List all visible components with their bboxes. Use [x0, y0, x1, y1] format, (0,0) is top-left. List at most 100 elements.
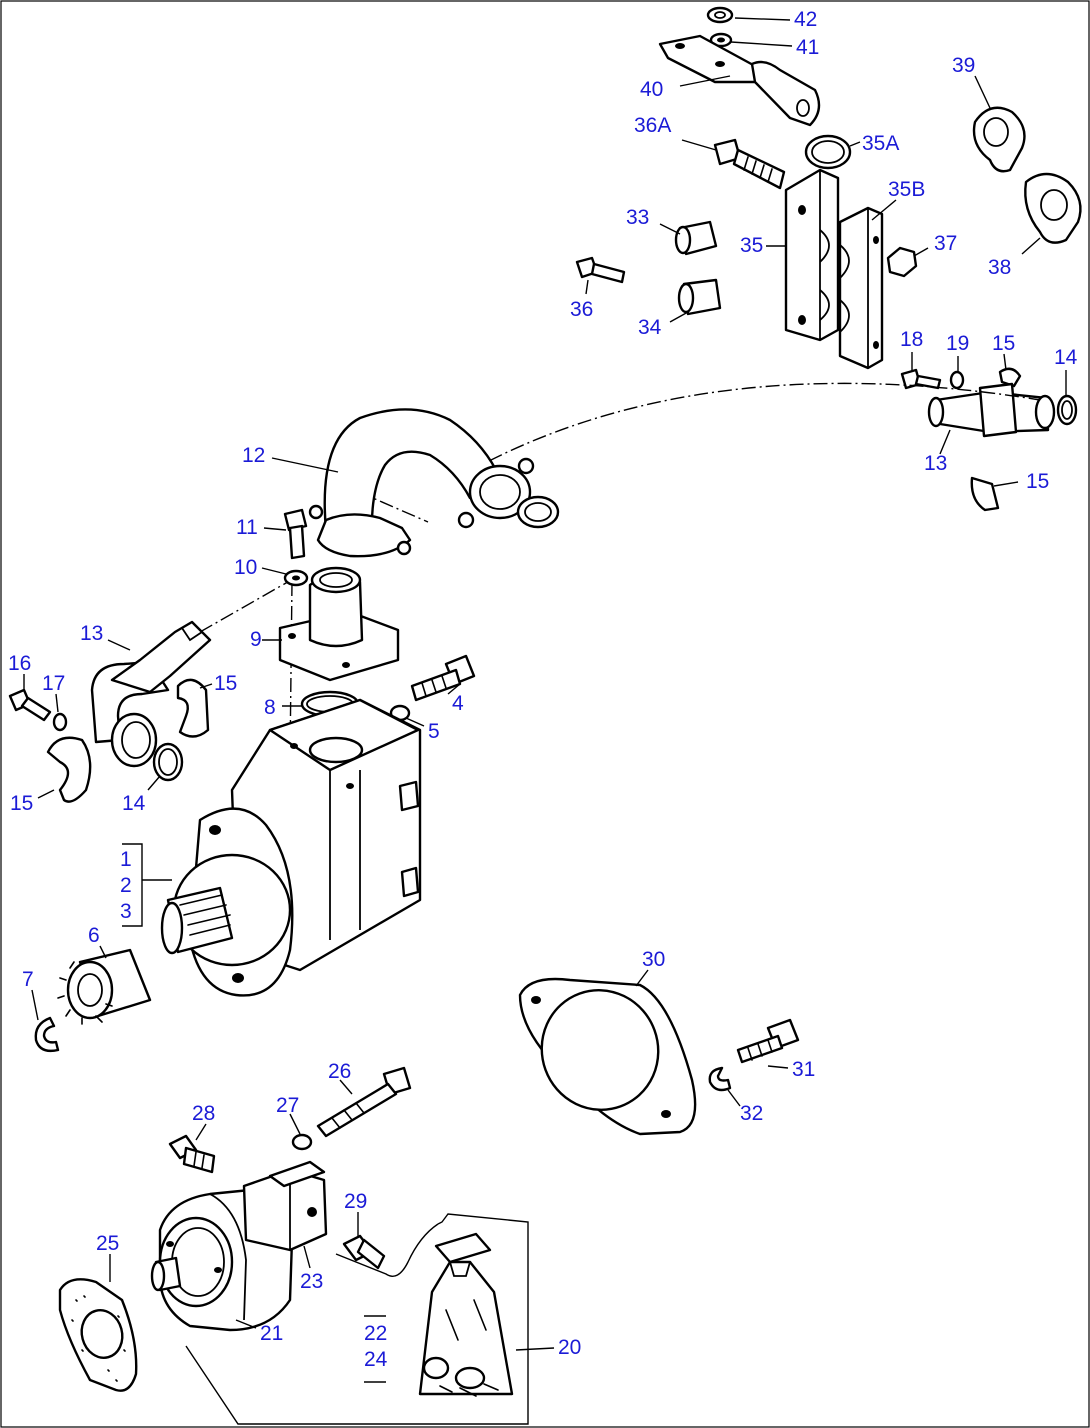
label-15-upper-left: 15: [214, 672, 237, 695]
leader-12: [271, 457, 339, 473]
label-13-right: 13: [924, 452, 947, 475]
elbow-13-left: [90, 620, 212, 768]
leader-15b: [993, 481, 1019, 487]
centerline-12-to-13: [467, 382, 1041, 473]
leader-5: [405, 717, 425, 727]
label-24: 24: [364, 1348, 388, 1371]
label-36A: 36A: [634, 114, 671, 137]
label-14-left: 14: [122, 792, 146, 815]
leader-15d: [37, 789, 55, 799]
label-42: 42: [794, 8, 817, 31]
o-ring-12: [516, 495, 560, 529]
nut-37: [886, 246, 918, 278]
leader-26: [339, 1079, 353, 1095]
bracket-1-2-3: [122, 843, 143, 927]
flange-half-15-lower-left: [46, 736, 92, 803]
parts-bag-20: [418, 1232, 514, 1397]
bolt-36A: [713, 138, 786, 190]
washer-27: [291, 1133, 313, 1151]
label-17: 17: [42, 672, 65, 695]
coupling-6: [57, 948, 152, 1025]
label-7: 7: [22, 968, 34, 991]
washer-41: [709, 32, 733, 48]
leader-41: [730, 41, 793, 47]
label-33: 33: [626, 206, 649, 229]
label-27: 27: [276, 1094, 299, 1117]
label-8: 8: [264, 696, 276, 719]
label-16: 16: [8, 652, 31, 675]
leader-6: [99, 945, 107, 959]
leader-36A: [681, 139, 717, 151]
bracket-40: [658, 34, 821, 127]
label-9: 9: [250, 628, 262, 651]
gasket-25: [58, 1278, 138, 1392]
label-10: 10: [234, 556, 257, 579]
leader-40: [679, 75, 731, 87]
leader-33: [659, 223, 681, 235]
leader-42: [734, 17, 791, 21]
label-15-right-top: 15: [992, 332, 1015, 355]
label-37: 37: [934, 232, 957, 255]
flange-half-15-top: [998, 367, 1022, 388]
washer-10: [283, 569, 309, 587]
flange-half-15-lower-right: [970, 476, 1000, 512]
leader-31: [767, 1065, 789, 1069]
leader-32: [727, 1089, 741, 1107]
ring-35A: [804, 134, 852, 170]
bolt-11: [283, 508, 308, 560]
label-6: 6: [88, 924, 100, 947]
washer-32: [708, 1066, 732, 1092]
label-29: 29: [344, 1190, 367, 1213]
o-ring-14-left: [152, 742, 184, 782]
kit-bracket-20: [185, 1213, 529, 1425]
label-14-right: 14: [1054, 346, 1078, 369]
centerline-10-to-13: [199, 574, 301, 633]
o-ring-14-right: [1056, 394, 1078, 426]
leader-4: [447, 683, 461, 695]
fitting-29: [342, 1234, 386, 1270]
label-11: 11: [236, 516, 258, 539]
leader-7: [31, 989, 39, 1021]
label-25: 25: [96, 1232, 119, 1255]
clip-39: [972, 106, 1026, 173]
bracket-22-24: [364, 1315, 386, 1383]
label-26: 26: [328, 1060, 351, 1083]
label-20: 20: [558, 1336, 581, 1359]
main-pump-1-2-3: [160, 698, 422, 997]
leader-28: [195, 1123, 207, 1141]
leader-11: [263, 527, 287, 531]
bolt-16: [8, 688, 52, 722]
bolt-31: [736, 1018, 800, 1064]
bolt-26: [316, 1066, 412, 1138]
bolt-36: [575, 256, 626, 284]
clamp-block-35B: [838, 206, 884, 370]
bolt-18: [900, 368, 942, 390]
cover-plate-30: [518, 977, 697, 1136]
label-39: 39: [952, 54, 975, 77]
leader-15a: [1003, 353, 1007, 371]
kit-bracket-link: [335, 1223, 439, 1277]
leader-35A: [849, 141, 861, 147]
leader-15c: [199, 683, 213, 689]
adapter-23: [242, 1160, 328, 1252]
leader-10: [261, 567, 287, 575]
label-38: 38: [988, 256, 1011, 279]
label-35A: 35A: [862, 132, 899, 155]
label-34: 34: [638, 316, 662, 339]
label-23: 23: [300, 1270, 323, 1293]
leader-13a: [939, 429, 951, 455]
label-40: 40: [640, 78, 663, 101]
label-15-lower-left: 15: [10, 792, 33, 815]
label-41: 41: [796, 36, 819, 59]
washer-19: [949, 370, 965, 390]
label-19: 19: [946, 332, 969, 355]
nut-42: [706, 6, 734, 24]
leader-23: [303, 1245, 311, 1269]
leader-30: [635, 969, 649, 987]
label-22: 22: [364, 1322, 387, 1345]
label-21: 21: [260, 1322, 283, 1345]
label-15-right-bottom: 15: [1026, 470, 1049, 493]
label-1: 1: [120, 848, 132, 871]
